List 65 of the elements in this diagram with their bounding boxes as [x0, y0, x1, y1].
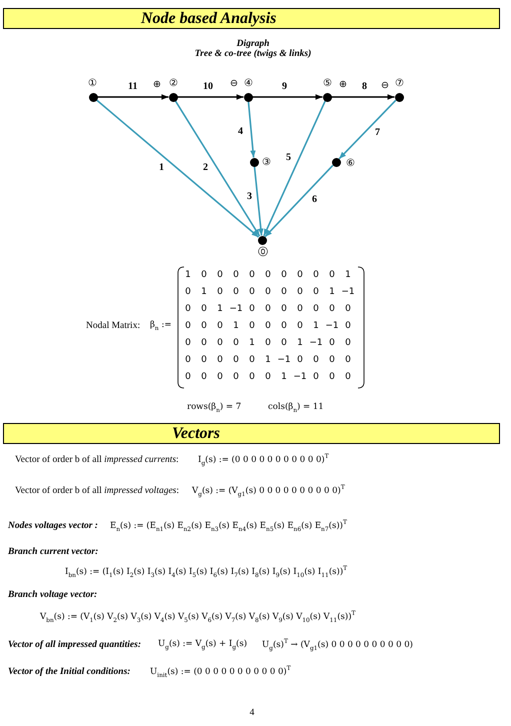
edge-label: 11: [127, 81, 138, 92]
edge-label: 6: [311, 194, 318, 205]
matrix-row-text: 0 0 0 0 0 1 −1 0 0 0 0: [184, 355, 352, 365]
branch-arrow: [252, 94, 322, 100]
formula: I$_{g}$(s) := (0 0 0 0 0 0 0 0 0 0 0)$^{T}$: [198, 453, 329, 467]
formula: cols(β$_{n}$) = 11: [268, 402, 324, 414]
branch-arrow: [263, 100, 326, 236]
formula: U$_{g}$(s) := V$_{g}$(s) + I$_{g}$(s): [158, 639, 248, 651]
matrix-row-text: 1 0 0 0 0 0 0 0 0 0 1: [184, 270, 352, 280]
node-number: ⑦: [395, 77, 404, 90]
branch-arrow: [332, 94, 394, 100]
node-number: ③: [262, 156, 271, 169]
heading: Nodes voltages vector :: [8, 521, 98, 531]
edge-label: 8: [361, 81, 368, 92]
formula: I$_{bn}$(s) := (I$_{1}$(s) I$_{2}$(s) I$_{3}$(s) I$_{4}$(s) I$_{5}$(s) I$_{6}$(s) I$_{7}$(s) I$_{8}$(s) I$_{9}$(s) I$_{10}$(s) I$_{11}$(s))$^{T}$: [65, 565, 348, 579]
formula: U$_{g}$(s)$^{T}$ → (V$_{g1}$(s) 0 0 0 0 0 0 0 0 0 0): [262, 638, 413, 652]
formula: V$_{bn}$(s) := (V$_{1}$(s) V$_{2}$(s) V$_{3}$(s) V$_{4}$(s) V$_{5}$(s) V$_{6}$(s) V$_{7}$(s) V$_{8}$(s) V$_{9}$(s) V$_{10}$(s) V$_{11}$(s))$^{T}$: [40, 610, 356, 624]
formula: E$_{n}$(s) := (E$_{n1}$(s) E$_{n2}$(s) E$_{n3}$(s) E$_{n4}$(s) E$_{n5}$(s) E$_{n6}$(s) E$_{n7}$(s))$^{T}$: [110, 519, 347, 533]
matrix-label: Nodal Matrix:: [86, 321, 140, 331]
branch-arrow: [248, 101, 256, 158]
formula: U$_{init}$(s) := (0 0 0 0 0 0 0 0 0 0 0)$^{T}$: [150, 665, 291, 679]
sign-symbol: ⊕: [339, 79, 347, 90]
matrix-row-text: 0 0 0 1 0 0 0 0 1 −1 0: [184, 321, 352, 331]
heading: Branch current vector:: [8, 547, 98, 557]
edge-label: 7: [374, 127, 381, 138]
sign-symbol: ⊖: [230, 78, 238, 89]
formula: β$_{n}$ :=: [150, 320, 172, 332]
node-number: ⓪: [258, 246, 268, 259]
matrix-row-text: 0 0 0 0 0 0 1 −1 0 0 0: [184, 372, 352, 382]
title-banner: Node based Analysis: [3, 8, 500, 29]
edge-label: 1: [158, 162, 165, 173]
page-number: 4: [250, 708, 254, 718]
node-number: ②: [169, 77, 178, 90]
matrix-row-text: 0 1 0 0 0 0 0 0 0 1 −1: [184, 287, 356, 297]
heading: Branch voltage vector:: [8, 590, 98, 600]
matrix-row-text: 0 0 0 0 1 0 0 1 −1 0 0: [184, 338, 352, 348]
formula: V$_{g}$(s) := (V$_{g1}$(s) 0 0 0 0 0 0 0 0 0 0)$^{T}$: [192, 484, 345, 498]
edge-label: 5: [285, 152, 292, 163]
branch-arrow: [254, 166, 264, 236]
section-banner: Vectors: [3, 423, 500, 444]
branch-arrow: [96, 99, 260, 238]
node-number: ⑥: [346, 157, 355, 170]
edge-label: 9: [281, 81, 288, 92]
edge-label: 10: [202, 81, 214, 92]
node-number: ⑤: [323, 77, 332, 90]
heading: Vector of all impressed quantities:: [8, 640, 141, 650]
edge-label: 4: [237, 126, 244, 137]
node-number: ①: [88, 77, 97, 90]
description: Vector of order b of all impressed voltages:: [15, 486, 180, 496]
branch-arrow: [98, 94, 168, 100]
sign-symbol: ⊕: [153, 79, 161, 90]
node-number: ④: [244, 77, 253, 90]
subtitle: Digraph: [236, 39, 270, 49]
branch-arrow: [264, 164, 334, 238]
formula: rows(β$_{n}$) = 7: [187, 402, 242, 414]
branch-arrow: [174, 100, 260, 237]
edge-label: 3: [246, 191, 253, 202]
matrix-row-text: 0 0 1 −1 0 0 0 0 0 0 0: [184, 304, 352, 314]
description: Vector of order b of all impressed currents:: [15, 455, 179, 465]
edge-label: 2: [202, 162, 209, 173]
branch-arrow: [338, 100, 396, 160]
heading: Vector of the Initial conditions:: [8, 667, 130, 677]
subtitle: Tree & co-tree (twigs & links): [194, 49, 312, 59]
sign-symbol: ⊖: [381, 80, 389, 91]
branch-arrow: [178, 94, 244, 100]
